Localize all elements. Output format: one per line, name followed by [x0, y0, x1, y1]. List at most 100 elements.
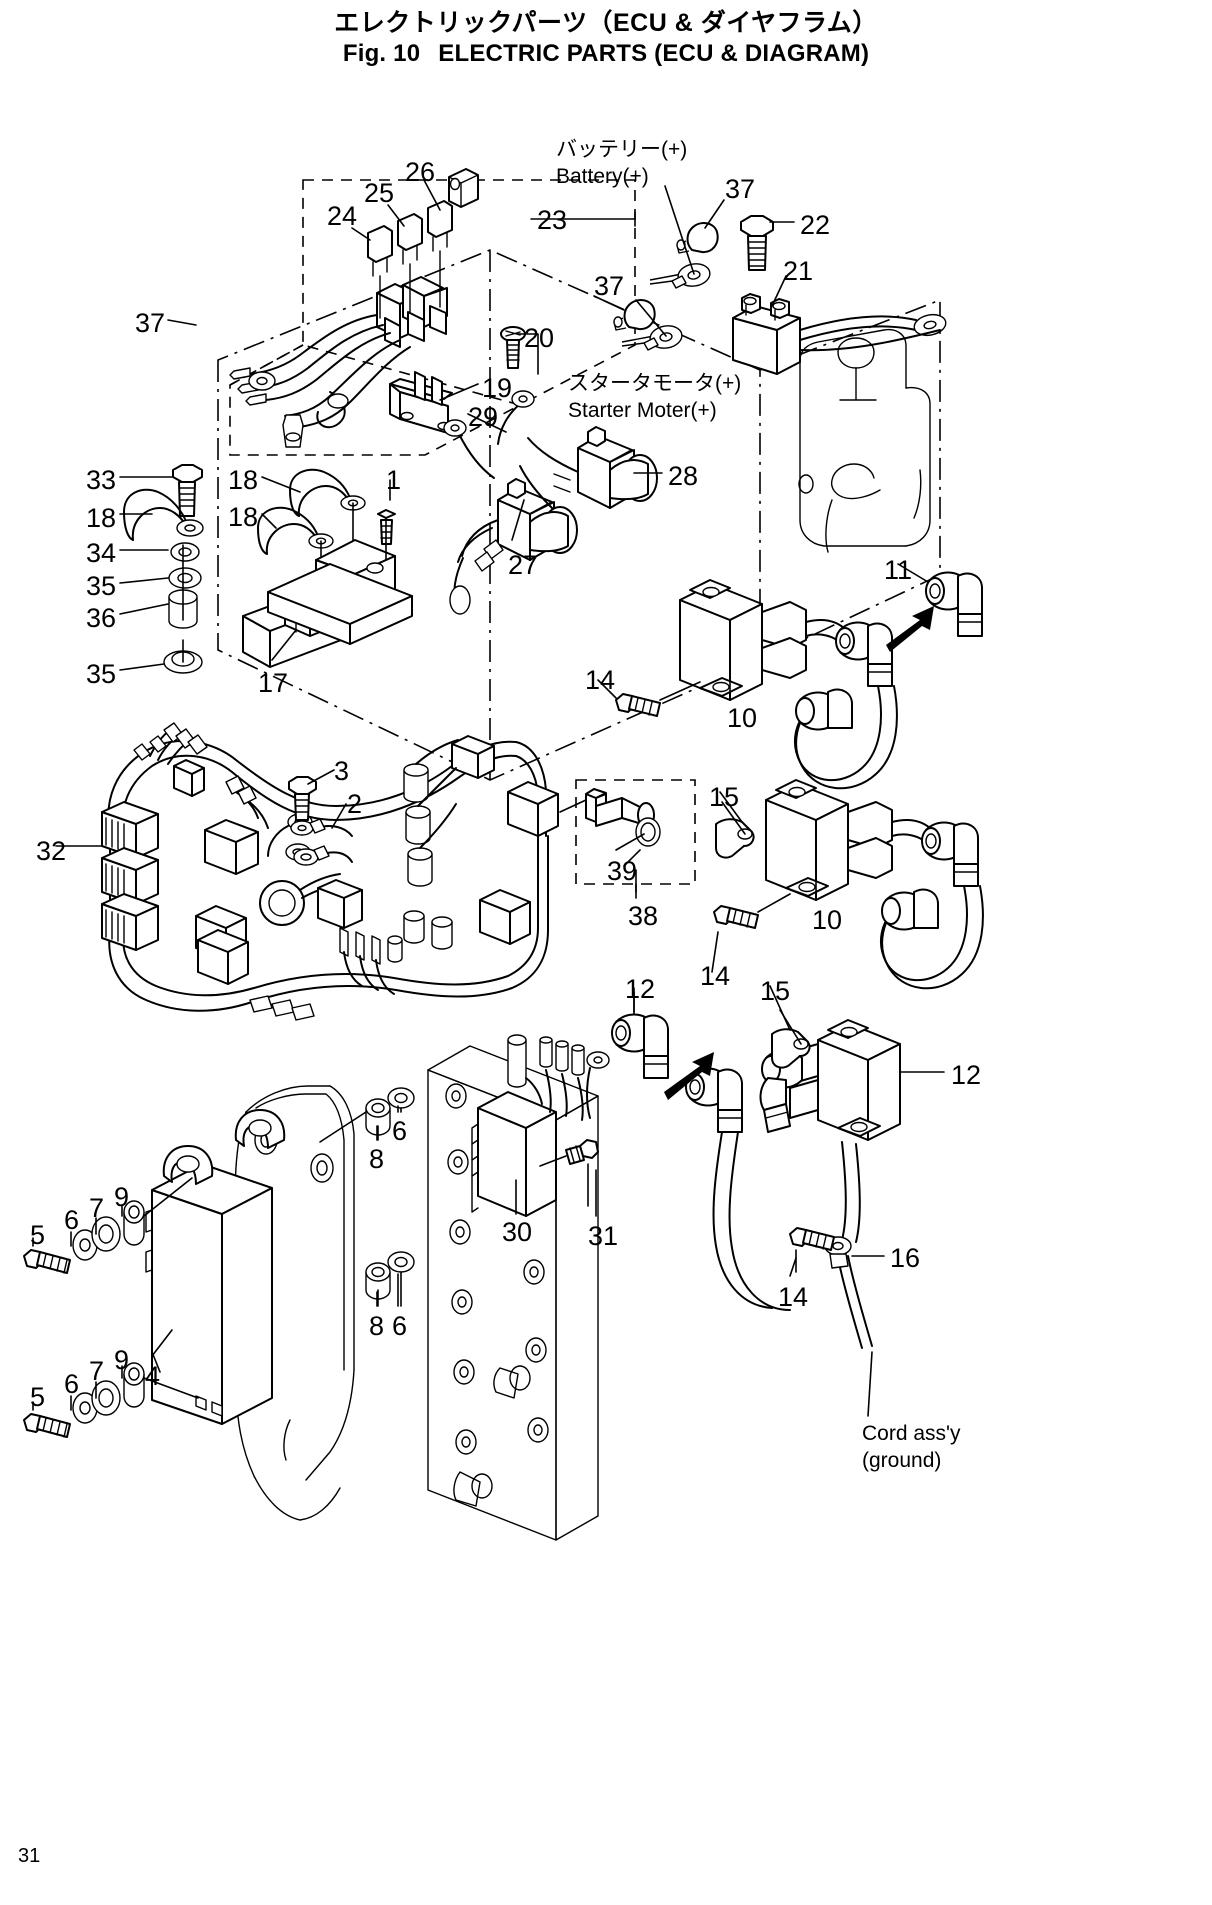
- callout-11: 11: [884, 555, 913, 585]
- harness-bullets-right: [403, 739, 459, 887]
- harness-bullets-bottom-right: [249, 995, 315, 1021]
- callout-22: 22: [800, 210, 831, 240]
- callout-36: 36: [86, 603, 117, 633]
- callout-12-a: 12: [625, 974, 656, 1004]
- clamp-18-installed-a: [289, 468, 366, 581]
- solenoid-27: [497, 478, 578, 561]
- rectifier-30: [471, 1034, 610, 1217]
- plug-cap-12-free: [611, 991, 669, 1079]
- callout-1: 1: [386, 465, 402, 495]
- callout-16: 16: [890, 1243, 921, 1273]
- bolt-3: [288, 776, 317, 836]
- callout-14-b: 14: [700, 961, 731, 991]
- callout-34: 34: [86, 538, 117, 568]
- bolt-14-upper: [615, 681, 701, 717]
- harness-bullets-bottom: [339, 910, 453, 995]
- ignition-coil-10-upper: [679, 579, 898, 790]
- grommet-8-lower: [365, 1251, 415, 1307]
- fuse-26: [427, 200, 453, 252]
- clip-15-upper: [715, 801, 755, 859]
- harness-connectors-left: [101, 801, 159, 951]
- harness-connector-right-mid: [317, 879, 363, 929]
- callout-35-b: 35: [86, 659, 117, 689]
- relay-ring-terminal-right: [913, 313, 947, 337]
- callout-24: 24: [327, 201, 358, 231]
- annotation-starter-jp: スタータモータ(+): [568, 372, 742, 395]
- bolt-20: [500, 326, 526, 369]
- cord-2: [293, 818, 353, 866]
- callout-15-b: 15: [760, 976, 791, 1006]
- plug-cap-12-with-lead: [685, 1067, 791, 1311]
- harness-bullets-upper: [133, 722, 208, 797]
- plug-cap-11: [925, 571, 983, 637]
- install-arrow-lower: [664, 1052, 714, 1100]
- figure-number: Fig. 10: [342, 39, 421, 67]
- callout-10-a: 10: [727, 703, 758, 733]
- fuse-25: [397, 213, 423, 265]
- callout-38: 38: [628, 901, 659, 931]
- solenoid-28: [553, 426, 658, 509]
- callout-20: 20: [524, 323, 555, 353]
- callout-21: 21: [783, 256, 814, 286]
- title-english-text: ELECTRIC PARTS (ECU & DIAGRAM): [438, 39, 870, 67]
- callout-18-c: 18: [228, 502, 259, 532]
- ecu-fastener-stack-lower: [23, 1351, 199, 1438]
- engine-block-outline: [798, 328, 931, 553]
- harness-grommet: [259, 873, 345, 926]
- ignition-coil-12: [759, 1019, 901, 1349]
- ecu-module-4: [145, 1109, 286, 1425]
- annotation-battery-jp: バッテリー(+): [556, 138, 688, 161]
- ecu-fastener-stack-upper: [23, 1177, 193, 1274]
- relay-cube: [448, 168, 479, 208]
- callout-29: 29: [468, 402, 499, 432]
- clamp-18-exploded: [123, 464, 204, 674]
- title-japanese: エレクトリックパーツ（ECU & ダイヤフラム）: [334, 9, 878, 37]
- crankcase-panel: [427, 1045, 599, 1541]
- callout-9-b: 9: [114, 1345, 130, 1375]
- callout-6-b: 6: [392, 1311, 408, 1341]
- plug-cap-connected-upper: [835, 621, 893, 687]
- callout-3: 3: [334, 756, 350, 786]
- callout-8-b: 8: [369, 1311, 385, 1341]
- assembly-envelope-upper: [217, 249, 941, 781]
- annotation-cord-line2: (ground): [862, 1449, 942, 1473]
- fuse-24: [367, 225, 393, 277]
- callout-30: 30: [502, 1217, 533, 1247]
- callout-7-b: 7: [89, 1356, 105, 1386]
- callout-14-a: 14: [585, 665, 616, 695]
- callout-leaders: [55, 179, 945, 1417]
- callout-26: 26: [405, 157, 436, 187]
- starter-relay-21: [732, 293, 801, 375]
- page-header: エレクトリックパーツ（ECU & ダイヤフラム） Fig. 10 ELECTRIC…: [0, 0, 1212, 69]
- bolt-22: [740, 215, 774, 271]
- sensor-group-38: [559, 779, 696, 899]
- install-arrow-upper: [886, 606, 934, 652]
- battery-terminal-boot-1: [676, 222, 719, 254]
- callout-37-b: 37: [594, 271, 625, 301]
- callout-15-a: 15: [709, 782, 740, 812]
- annotation-cord-line1: Cord ass'y: [862, 1422, 961, 1445]
- callout-18-a: 18: [86, 503, 117, 533]
- callout-5-a: 5: [30, 1220, 46, 1250]
- callout-9-a: 9: [114, 1182, 130, 1212]
- callout-27: 27: [508, 550, 539, 580]
- callout-4: 4: [145, 1361, 161, 1391]
- clip-15-lower: [771, 1009, 811, 1069]
- battery-ring-terminal-1: [649, 263, 711, 289]
- callout-17: 17: [258, 668, 289, 698]
- annotation-battery: バッテリー(+) Battery(+): [556, 137, 687, 191]
- plug-cap-connected-lower: [921, 821, 979, 887]
- callout-31: 31: [588, 1221, 619, 1251]
- annotation-starter-en: Starter Moter(+): [568, 398, 717, 422]
- callout-7-a: 7: [89, 1193, 105, 1223]
- callout-6-d: 6: [64, 1369, 80, 1399]
- bolt-14-bottom: [789, 1227, 835, 1273]
- callout-6-a: 6: [392, 1116, 408, 1146]
- annotation-cord-assy: Cord ass'y (ground): [862, 1420, 961, 1475]
- page-number: 31: [18, 1845, 41, 1867]
- starter-cables: [443, 390, 579, 615]
- harness-connectors-mid: [195, 819, 259, 985]
- battery-terminal-boot-2: [613, 299, 656, 331]
- annotation-starter: スタータモータ(+) Starter Moter(+): [568, 371, 741, 425]
